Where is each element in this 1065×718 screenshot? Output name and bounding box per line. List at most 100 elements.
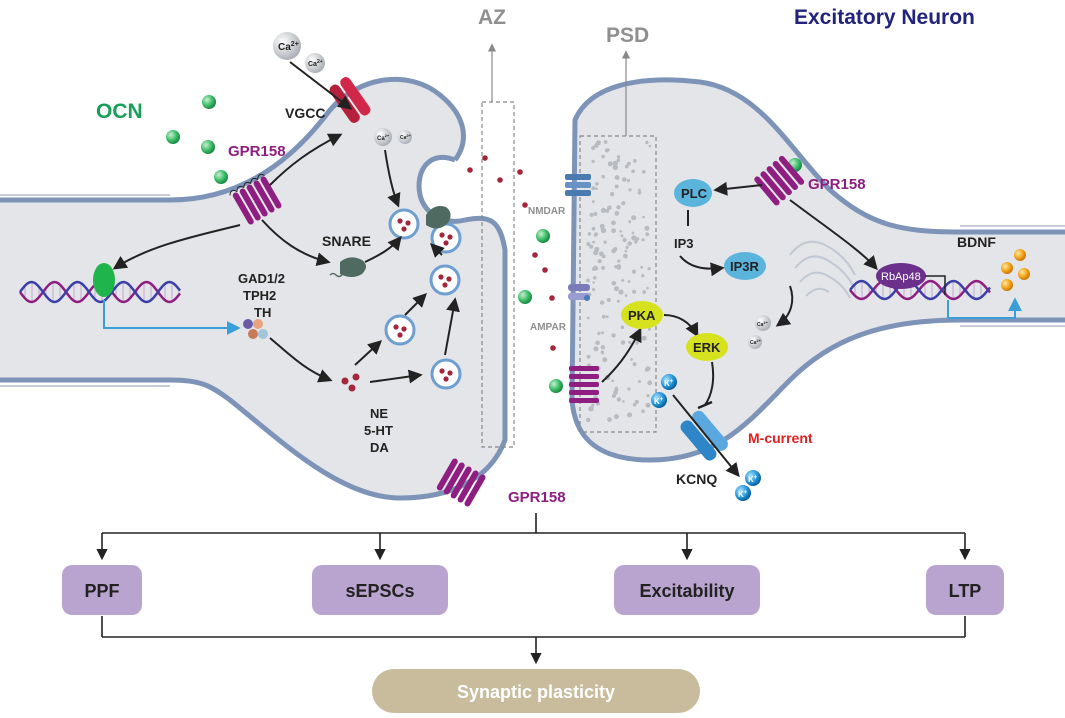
plc-node bbox=[674, 179, 712, 207]
vesicle bbox=[384, 314, 416, 346]
psd-dot bbox=[613, 414, 619, 420]
psd-dot bbox=[644, 225, 650, 231]
psd-dot bbox=[594, 143, 599, 148]
psd-dot bbox=[618, 289, 624, 295]
dna-postsynaptic bbox=[849, 279, 991, 301]
psd-dot bbox=[589, 212, 594, 217]
calcium-ions-outside: Ca2+ Ca2+ bbox=[273, 32, 325, 73]
active-zone-region bbox=[481, 101, 515, 448]
transmitter-ne: NE bbox=[370, 406, 388, 421]
psd-dot bbox=[631, 169, 635, 174]
postsynaptic-cytoplasm bbox=[572, 79, 1065, 460]
psd-dot bbox=[627, 412, 633, 418]
psd-dot bbox=[601, 314, 606, 319]
transmitter-da: DA bbox=[370, 440, 389, 455]
psd-dot bbox=[607, 205, 612, 211]
psd-dot bbox=[645, 140, 649, 145]
transmitter-5ht: 5-HT bbox=[364, 423, 393, 438]
psd-dot bbox=[591, 145, 596, 151]
psd-dot bbox=[594, 246, 600, 252]
presynaptic-cytoplasm bbox=[0, 79, 505, 498]
outcome-label-sepscs: sEPSCs bbox=[345, 581, 414, 601]
psd-dot bbox=[592, 288, 596, 292]
ampar-label: AMPAR bbox=[530, 322, 567, 333]
psd-dot bbox=[623, 253, 628, 259]
psd-dot bbox=[616, 155, 621, 159]
psd-dot bbox=[586, 354, 591, 359]
enzyme-balls bbox=[243, 319, 268, 339]
vgcc-label: VGCC bbox=[285, 105, 325, 121]
synaptic-plasticity-label: Synaptic plasticity bbox=[457, 682, 615, 702]
bdnf-label: BDNF bbox=[957, 234, 996, 250]
rbap48-label: RbAp48 bbox=[881, 271, 921, 283]
psd-dot bbox=[634, 240, 638, 244]
plc-label: PLC bbox=[681, 186, 708, 201]
nmdar-receptor bbox=[565, 174, 591, 196]
ocn-label: OCN bbox=[96, 100, 143, 123]
gpr158-label-post: GPR158 bbox=[808, 176, 866, 193]
psd-dot bbox=[586, 316, 590, 320]
psd-dot bbox=[591, 186, 596, 191]
gpr158-receptor-psd bbox=[569, 366, 599, 403]
psd-dot bbox=[642, 215, 645, 219]
psd-dot bbox=[611, 228, 616, 234]
az-label: AZ bbox=[478, 6, 506, 29]
psd-dot bbox=[597, 331, 601, 336]
psd-dot bbox=[586, 242, 591, 247]
psd-dot bbox=[626, 161, 631, 166]
psd-dot bbox=[614, 286, 619, 292]
psd-dot bbox=[630, 358, 633, 361]
psd-dot bbox=[609, 192, 615, 197]
psd-dot bbox=[593, 346, 599, 352]
psd-dot bbox=[588, 406, 594, 412]
neurotransmitter-dots bbox=[341, 155, 556, 392]
psd-dot bbox=[591, 200, 595, 204]
psd-dot bbox=[638, 380, 641, 383]
psd-dot bbox=[616, 299, 620, 303]
psd-dot bbox=[616, 205, 621, 210]
psd-dot bbox=[632, 362, 637, 367]
psd-dot bbox=[586, 417, 591, 423]
gpr158-label-bottom: GPR158 bbox=[508, 489, 566, 506]
psd-dot bbox=[620, 325, 625, 330]
psd-dot bbox=[626, 179, 631, 183]
psd-dot bbox=[599, 300, 605, 305]
psd-dot bbox=[645, 402, 651, 408]
erk-label: ERK bbox=[693, 340, 721, 355]
psd-dot bbox=[647, 380, 653, 386]
psd-dot bbox=[628, 220, 632, 224]
psd-dot bbox=[616, 397, 622, 402]
psd-dot bbox=[622, 237, 627, 243]
psd-dot bbox=[642, 290, 647, 294]
psd-dot bbox=[631, 269, 637, 274]
psd-dot bbox=[627, 280, 631, 283]
psd-dot bbox=[647, 327, 651, 331]
psd-dot bbox=[641, 169, 646, 174]
psd-dot bbox=[634, 399, 639, 404]
bdnf-molecules bbox=[1001, 249, 1030, 291]
psd-dot bbox=[611, 333, 616, 338]
psd-dot bbox=[615, 386, 618, 390]
psd-dot bbox=[595, 182, 599, 186]
psd-dot bbox=[611, 248, 617, 254]
psd-label: PSD bbox=[606, 24, 649, 47]
outcome-box-ppf: PPF bbox=[62, 565, 142, 615]
psd-dot bbox=[632, 289, 637, 294]
outcome-label-ltp: LTP bbox=[949, 581, 982, 601]
vesicle bbox=[429, 264, 461, 296]
calcium-ions-post: Ca2+ Ca2+ bbox=[748, 315, 771, 349]
psd-dot bbox=[622, 177, 627, 182]
psd-dot bbox=[600, 227, 607, 234]
psd-dot bbox=[640, 265, 643, 269]
psd-dot bbox=[606, 297, 611, 303]
psd-dot bbox=[594, 232, 599, 237]
psd-dot bbox=[601, 254, 606, 259]
psd-dot bbox=[600, 207, 607, 213]
erk-node bbox=[686, 333, 728, 361]
psd-dot bbox=[616, 265, 621, 270]
psd-dot bbox=[601, 174, 605, 179]
psd-dot bbox=[641, 335, 647, 341]
rbap48-node bbox=[876, 263, 926, 289]
psd-dot bbox=[648, 144, 652, 148]
